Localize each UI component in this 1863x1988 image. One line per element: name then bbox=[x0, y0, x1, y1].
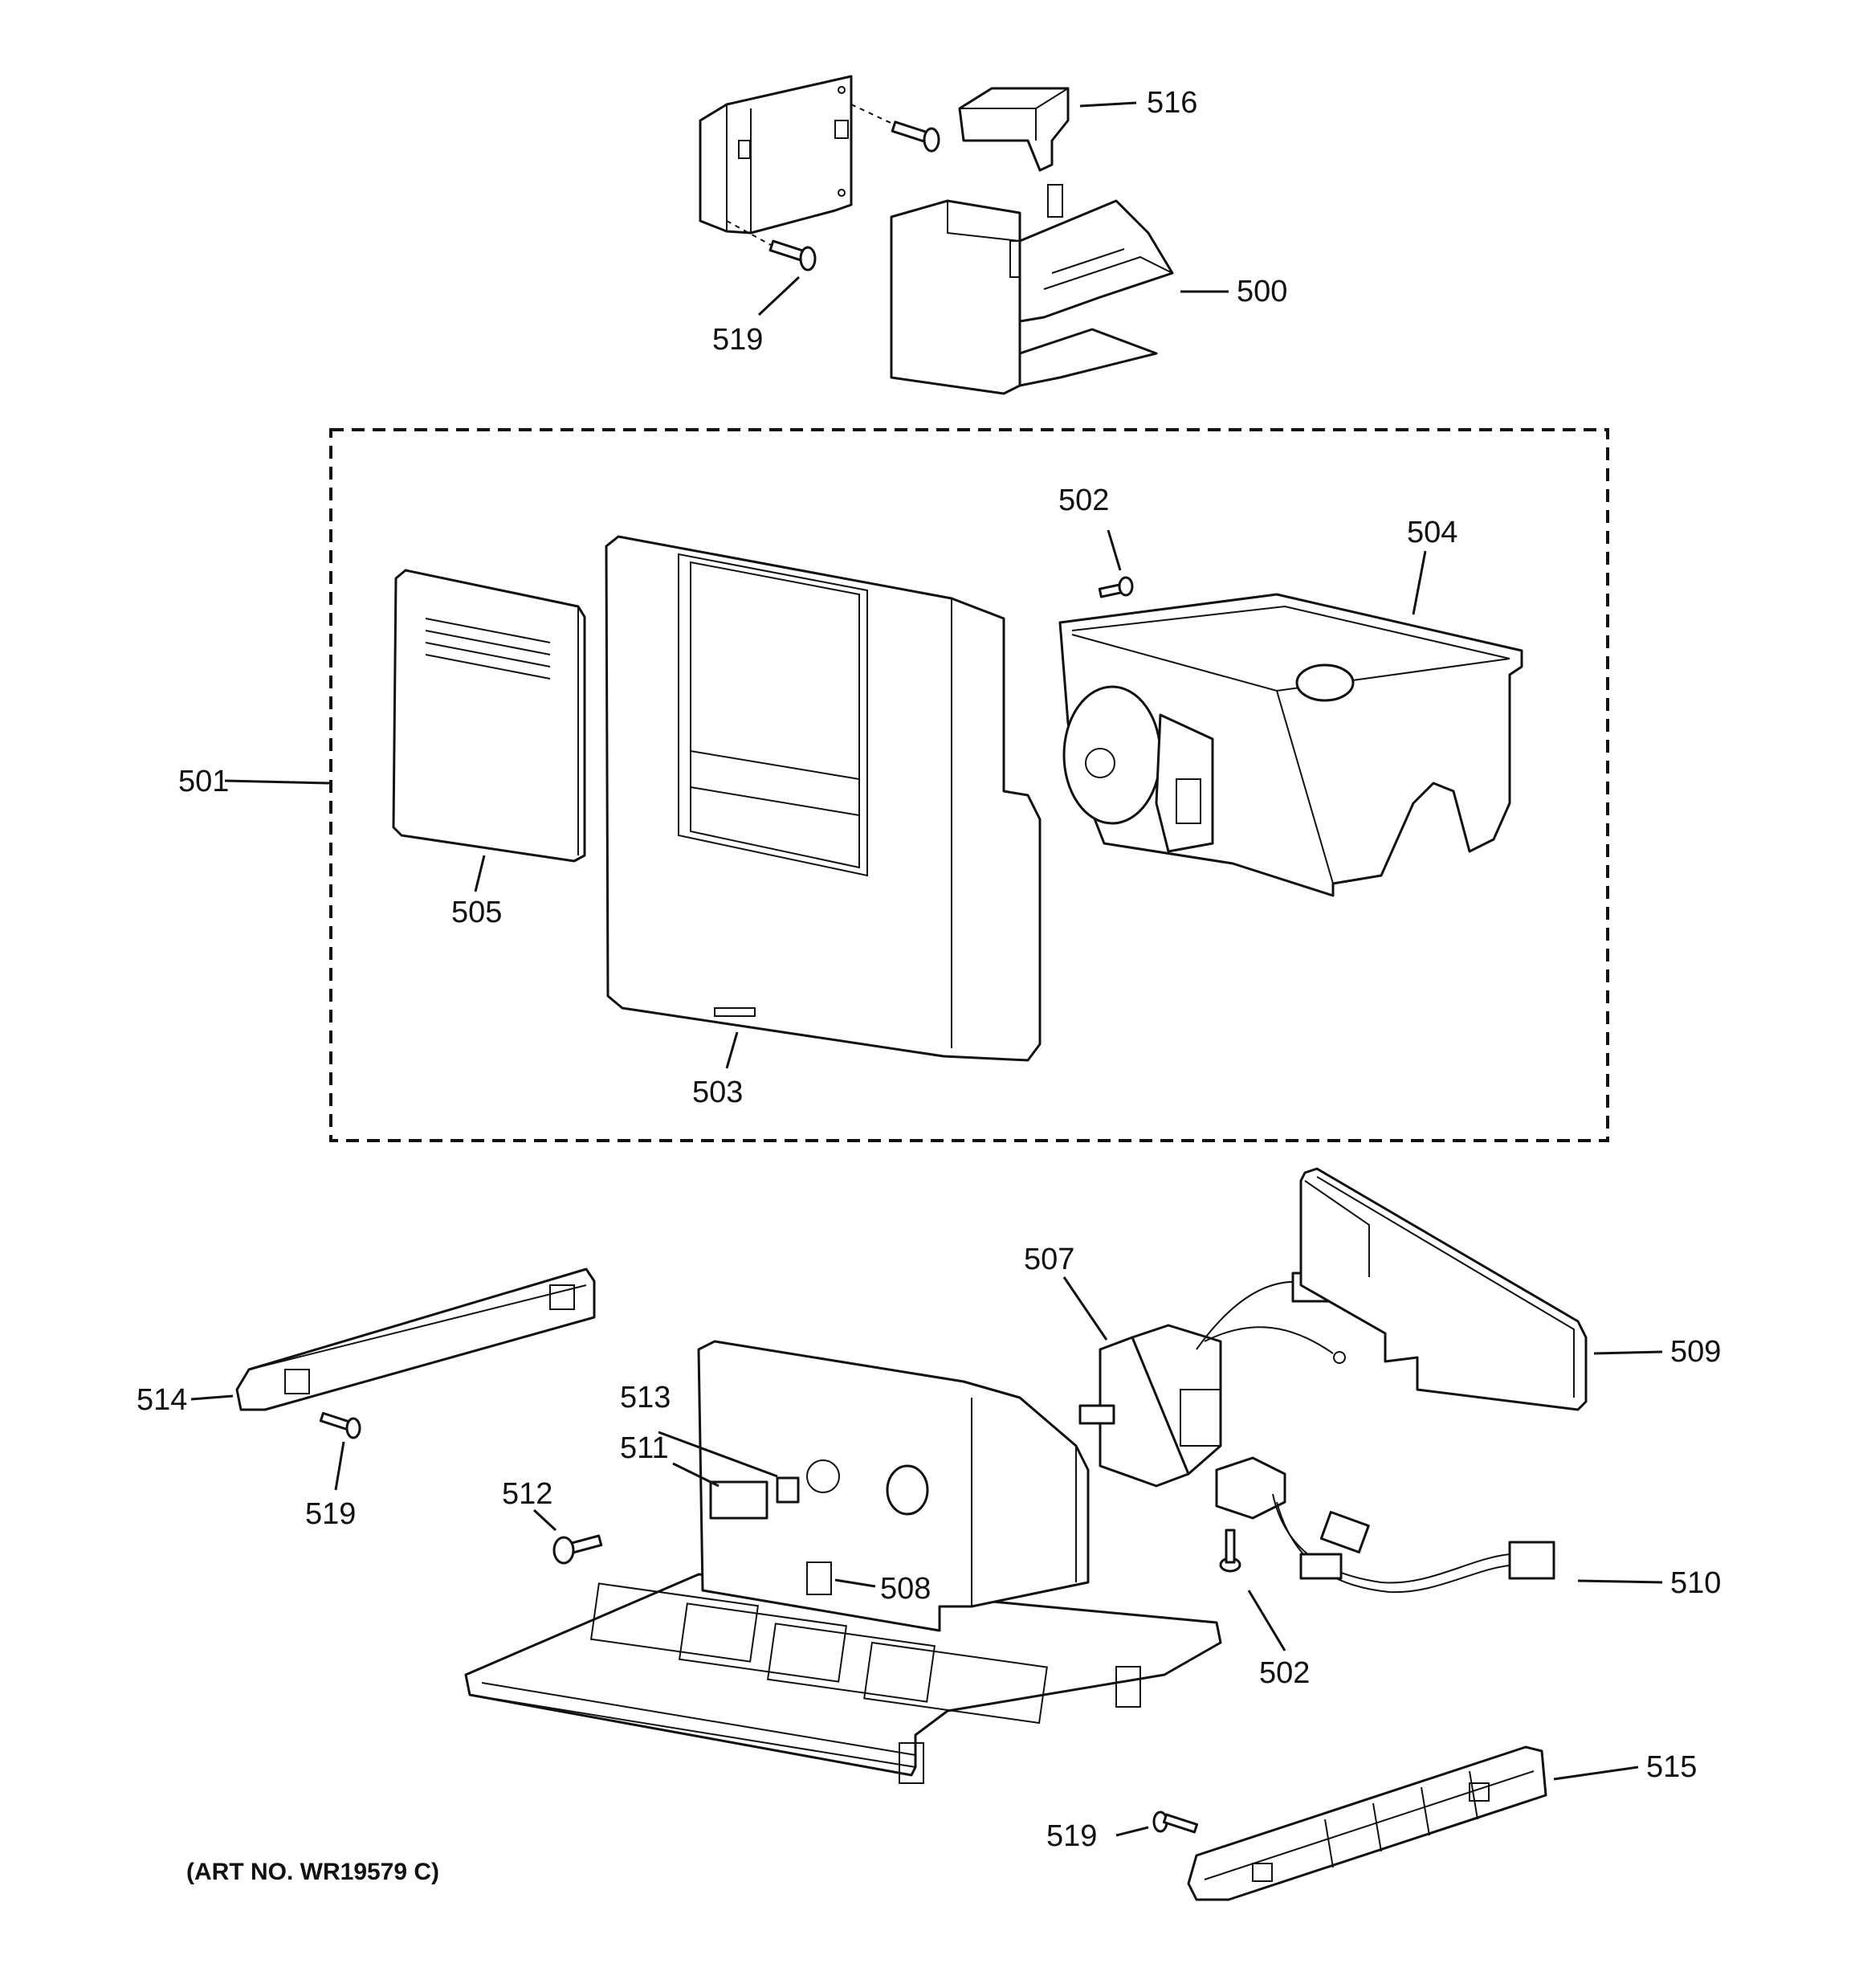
harness-510 bbox=[1215, 1456, 1555, 1594]
callout-501: 501 bbox=[178, 765, 229, 798]
back-wall bbox=[697, 1340, 1090, 1632]
mounting-bracket bbox=[699, 75, 853, 235]
screw-502-lower bbox=[1219, 1529, 1241, 1573]
callout-516: 516 bbox=[1147, 86, 1197, 120]
motor-507 bbox=[1078, 1272, 1346, 1488]
callout-519-mid: 519 bbox=[305, 1497, 356, 1531]
callout-515: 515 bbox=[1646, 1750, 1697, 1784]
callout-514: 514 bbox=[137, 1383, 187, 1417]
assembly-501-boundary bbox=[329, 428, 1609, 1142]
screw-519-lower bbox=[768, 239, 817, 271]
screw-519-top bbox=[891, 120, 940, 153]
callout-510: 510 bbox=[1670, 1566, 1721, 1600]
callout-502-top: 502 bbox=[1058, 484, 1109, 517]
callout-509: 509 bbox=[1670, 1335, 1721, 1369]
base-tray bbox=[464, 1573, 1222, 1784]
callout-503: 503 bbox=[692, 1076, 743, 1109]
callout-513: 513 bbox=[620, 1381, 671, 1414]
screw-guide-line bbox=[726, 220, 772, 246]
rail-514 bbox=[235, 1268, 596, 1411]
door-505 bbox=[392, 569, 586, 863]
ice-bucket-504 bbox=[1058, 593, 1523, 897]
callout-504: 504 bbox=[1407, 516, 1457, 549]
art-number: (ART NO. WR19579 C) bbox=[186, 1859, 439, 1885]
callout-507: 507 bbox=[1024, 1243, 1074, 1276]
screw-guide-line bbox=[850, 104, 912, 133]
screw-502-upper bbox=[1098, 576, 1134, 598]
callout-508: 508 bbox=[880, 1572, 931, 1606]
cover-516 bbox=[958, 87, 1070, 172]
leader-lines bbox=[190, 101, 1663, 1837]
grille-515 bbox=[1187, 1745, 1547, 1901]
screw-519-bottom bbox=[1152, 1810, 1199, 1834]
callout-519-bottom: 519 bbox=[1046, 1819, 1097, 1853]
screw-512 bbox=[552, 1534, 603, 1565]
icemaker-500 bbox=[890, 184, 1174, 395]
callout-519-top: 519 bbox=[712, 323, 763, 357]
screw-519-mid bbox=[319, 1411, 361, 1439]
callout-512: 512 bbox=[502, 1477, 552, 1511]
cover-509 bbox=[1299, 1167, 1588, 1411]
front-panel-503 bbox=[605, 535, 1042, 1062]
callout-502-bottom: 502 bbox=[1259, 1656, 1310, 1690]
callout-500: 500 bbox=[1237, 275, 1287, 308]
callout-511: 511 bbox=[620, 1431, 669, 1465]
callout-505: 505 bbox=[451, 896, 502, 929]
